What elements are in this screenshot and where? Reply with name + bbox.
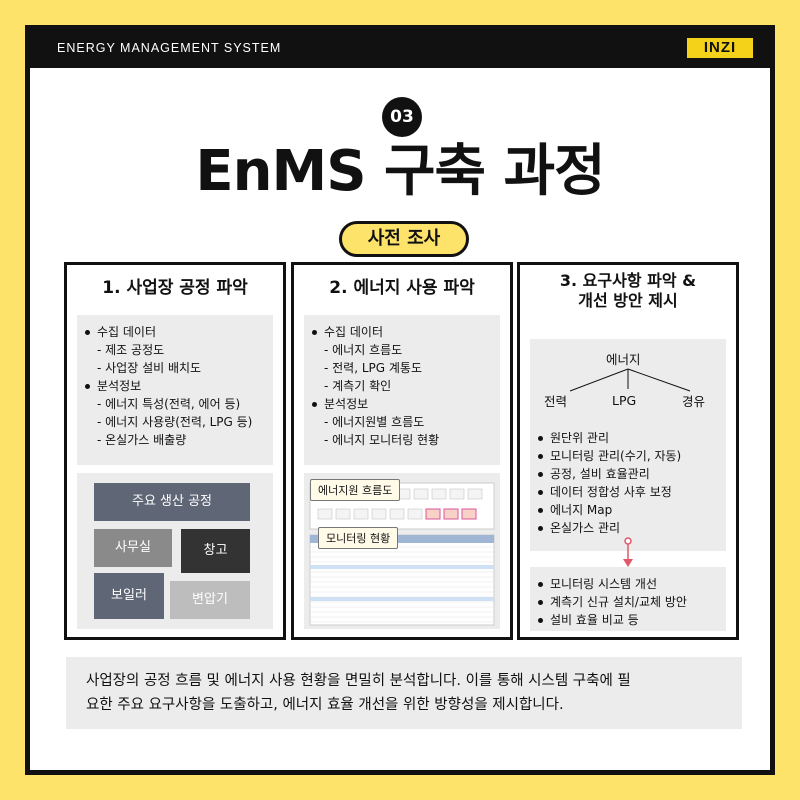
description-line2: 요한 주요 요구사항을 도출하고, 에너지 효율 개선을 위한 방향성을 제시합… — [86, 697, 564, 713]
section-pill: 사전 조사 — [339, 221, 469, 257]
column-title: 2. 에너지 사용 파악 — [329, 278, 475, 298]
sub-item: - 에너지 사용량(전력, LPG 등) — [97, 415, 253, 429]
layout-panel: 주요 생산 공정 사무실 창고 보일러 변압기 — [77, 473, 273, 629]
tree-child-power: 전력 — [544, 394, 568, 409]
column-requirements: 3. 요구사항 파악 & 개선 방안 제시 에너지 전력 LPG 경유 원단위 … — [517, 262, 739, 640]
bullet-item: 모니터링 시스템 개선 — [536, 575, 720, 593]
tree-child-lpg: LPG — [612, 393, 637, 408]
main-frame: ENERGY MANAGEMENT SYSTEM INZI 03 EnMS 구축… — [25, 25, 775, 775]
sub-item: - 에너지 흐름도 — [324, 343, 403, 357]
transformer-block: 변압기 — [170, 581, 250, 619]
bullet-item: 계측기 신규 설치/교체 방안 — [536, 593, 720, 611]
column-title: 1. 사업장 공정 파악 — [102, 278, 248, 298]
tree-child-diesel: 경유 — [682, 394, 706, 409]
bullet-item: 수집 데이터 — [310, 323, 494, 341]
sub-item: - 에너지 특성(전력, 에어 등) — [97, 397, 241, 411]
column-title-line2: 개선 방안 제시 — [578, 291, 678, 310]
sub-item: - 사업장 설비 배치도 — [97, 361, 202, 375]
sub-item: - 에너지원별 흐름도 — [324, 415, 425, 429]
bullet-item: 분석정보 — [310, 395, 494, 413]
sub-item: - 에너지 모니터링 현황 — [324, 433, 440, 447]
down-arrow-icon — [623, 537, 633, 567]
column-title: 3. 요구사항 파악 & 개선 방안 제시 — [520, 271, 736, 311]
inzi-logo: INZI — [687, 38, 753, 58]
monitoring-tag: 모니터링 현황 — [318, 527, 399, 549]
bullet-item: 데이터 정합성 사후 보정 — [536, 483, 681, 501]
screenshot-panel: 에너지원 흐름도 모니터링 현황 — [304, 473, 500, 629]
sub-item: - 제조 공정도 — [97, 343, 165, 357]
column-title-line1: 3. 요구사항 파악 & — [559, 271, 697, 290]
top-bar: ENERGY MANAGEMENT SYSTEM INZI — [30, 30, 770, 68]
main-process-block: 주요 생산 공정 — [94, 483, 250, 521]
office-block: 사무실 — [94, 529, 172, 567]
bullet-item: 모니터링 관리(수기, 자동) — [536, 447, 681, 465]
bullet-item: 설비 효율 비교 등 — [536, 611, 720, 629]
description-box: 사업장의 공정 흐름 및 에너지 사용 현황을 면밀히 분석합니다. 이를 통해… — [66, 657, 742, 729]
section-number-badge: 03 — [382, 97, 422, 137]
sub-item: - 계측기 확인 — [324, 379, 392, 393]
tree-root-label: 에너지 — [606, 352, 641, 367]
bullet-item: 공정, 설비 효율관리 — [536, 465, 681, 483]
column-energy-usage: 2. 에너지 사용 파악 수집 데이터 - 에너지 흐름도 - 전력, LPG 계통… — [291, 262, 513, 640]
bullet-item: 분석정보 — [83, 377, 267, 395]
bullet-item: 온실가스 관리 — [536, 519, 681, 537]
energy-flow-screenshot — [309, 482, 495, 626]
energy-flow-tag: 에너지원 흐름도 — [310, 479, 401, 501]
bullet-item: 원단위 관리 — [536, 429, 681, 447]
description-line1: 사업장의 공정 흐름 및 에너지 사용 현황을 면밀히 분석합니다. 이를 통해… — [86, 673, 631, 689]
system-name: ENERGY MANAGEMENT SYSTEM — [57, 41, 282, 55]
boiler-block: 보일러 — [94, 573, 164, 619]
sub-item: - 온실가스 배출량 — [97, 433, 187, 447]
page-title: EnMS 구축 과정 — [195, 139, 605, 204]
sub-item: - 전력, LPG 계통도 — [324, 361, 423, 375]
bullet-item: 에너지 Map — [536, 501, 681, 519]
bullet-item: 수집 데이터 — [83, 323, 267, 341]
warehouse-block: 창고 — [181, 529, 250, 573]
energy-tree-diagram — [569, 368, 691, 392]
